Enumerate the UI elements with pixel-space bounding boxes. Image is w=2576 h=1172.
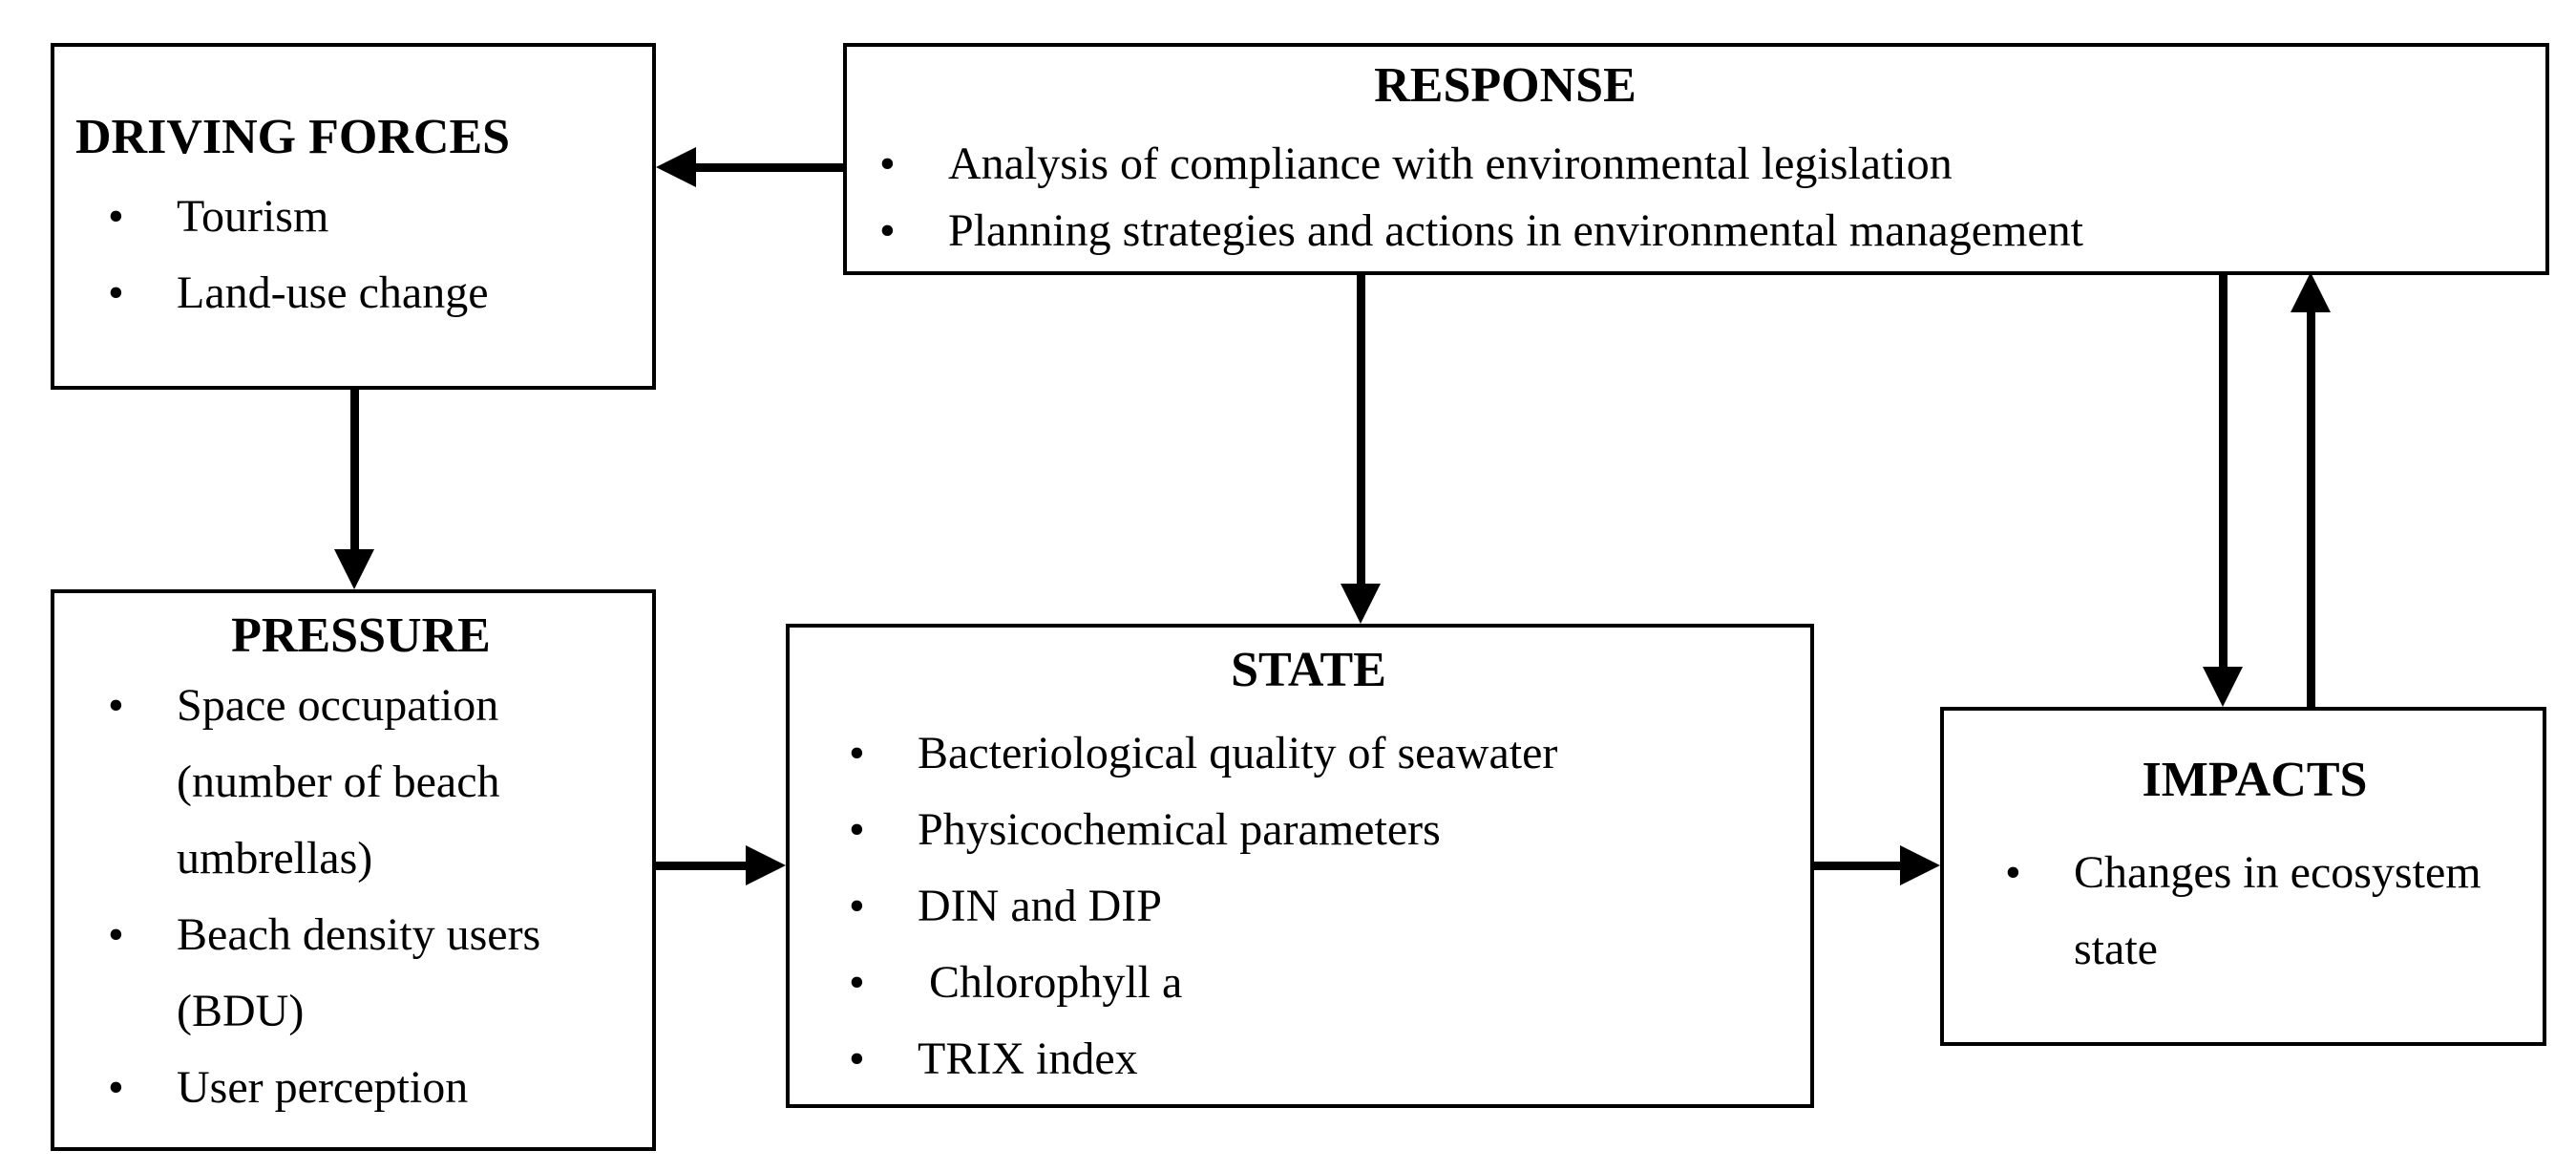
impacts-list: Changes in ecosystem state <box>1973 835 2537 988</box>
arrow-impacts-to-response <box>2307 311 2315 709</box>
response-list: Analysis of compliance with environmenta… <box>847 131 2545 265</box>
list-item: TRIX index <box>849 1021 1791 1097</box>
response-title: RESPONSE <box>1374 58 1636 113</box>
driving-forces-box: DRIVING FORCES Tourism Land-use change <box>51 43 656 390</box>
arrowhead-left-icon <box>656 147 696 187</box>
arrow-driving-forces-to-pressure <box>350 388 359 550</box>
impacts-box: IMPACTS Changes in ecosystem state <box>1940 707 2546 1046</box>
driving-forces-title: DRIVING FORCES <box>75 110 511 164</box>
list-item: Tourism <box>108 179 633 255</box>
response-box: RESPONSE Analysis of compliance with env… <box>843 43 2549 275</box>
arrow-pressure-to-state <box>654 862 748 870</box>
arrow-response-to-driving-forces <box>696 163 843 172</box>
pressure-list: Space occupation (number of beach umbrel… <box>75 668 646 1126</box>
arrow-response-to-state <box>1357 273 1365 585</box>
list-item: Bacteriological quality of seawater <box>849 715 1791 792</box>
driving-forces-list: Tourism Land-use change <box>75 179 643 331</box>
impacts-title: IMPACTS <box>2142 753 2368 807</box>
pressure-box: PRESSURE Space occupation (number of bea… <box>51 589 656 1151</box>
list-item: Space occupation (number of beach umbrel… <box>108 668 637 897</box>
list-item: Beach density users (BDU) <box>108 897 637 1050</box>
arrowhead-down-icon <box>1341 584 1381 624</box>
arrowhead-down-icon <box>334 549 374 589</box>
arrow-response-to-impacts <box>2219 273 2228 669</box>
list-item: User perception <box>108 1050 637 1126</box>
state-box: STATE Bacteriological quality of seawate… <box>786 624 1814 1108</box>
list-item: Planning strategies and actions in envir… <box>879 198 2536 265</box>
state-title: STATE <box>1231 643 1386 697</box>
pressure-title: PRESSURE <box>231 608 491 663</box>
arrowhead-up-icon <box>2291 272 2331 312</box>
list-item: Land-use change <box>108 255 633 331</box>
arrow-state-to-impacts <box>1812 862 1902 870</box>
state-list: Bacteriological quality of seawater Phys… <box>816 715 1801 1097</box>
list-item: DIN and DIP <box>849 868 1791 945</box>
arrowhead-down-icon <box>2203 667 2243 707</box>
arrowhead-right-icon <box>1900 845 1940 885</box>
arrowhead-right-icon <box>746 845 786 885</box>
list-item: Physicochemical parameters <box>849 792 1791 868</box>
list-item: Analysis of compliance with environmenta… <box>879 131 2536 198</box>
list-item: Changes in ecosystem state <box>2005 835 2527 988</box>
list-item: Chlorophyll a <box>849 945 1791 1021</box>
